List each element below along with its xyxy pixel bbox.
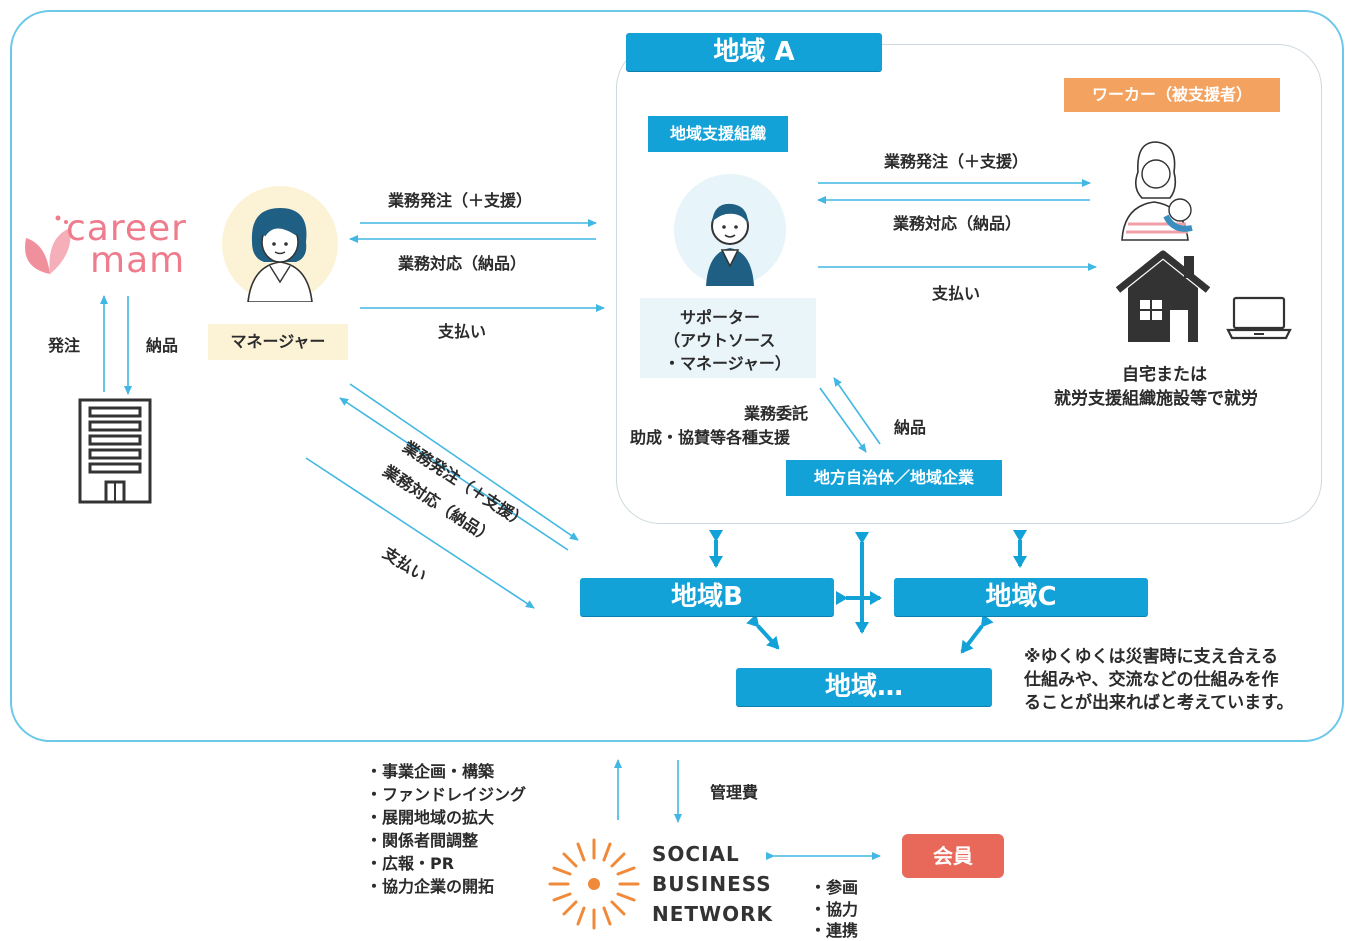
arrow-delivery-up bbox=[833, 377, 881, 445]
house-icon bbox=[1114, 248, 1212, 344]
manager-avatar bbox=[222, 186, 338, 302]
arrow-response-from-b bbox=[339, 397, 569, 551]
member-item: ・協力 bbox=[810, 900, 859, 919]
sbn-logo: SOCIAL BUSINESS NETWORK bbox=[546, 836, 772, 932]
sbn-text-social: SOCIAL bbox=[652, 842, 740, 866]
note-line1: ※ゆくゆくは災害時に支え合える bbox=[1024, 647, 1279, 667]
supporter-label-box bbox=[640, 298, 816, 378]
careermam-butterfly-icon bbox=[25, 215, 71, 274]
activity-item: ・事業企画・構築 bbox=[366, 762, 495, 781]
activity-item: ・関係者間調整 bbox=[366, 831, 479, 850]
worker-mother-icon bbox=[1108, 132, 1208, 242]
region-etc-box: 地域… bbox=[736, 668, 992, 706]
arrow-payment-to-b bbox=[305, 457, 535, 609]
member-item: ・参画 bbox=[810, 878, 859, 897]
payment-to-a-label: 支払い bbox=[438, 322, 487, 341]
company-building-icon bbox=[78, 398, 152, 504]
note-line3: ることが出来ればと考えています。 bbox=[1024, 693, 1294, 713]
home-work-line1: 自宅または bbox=[1122, 365, 1207, 385]
sbn-text-business: BUSINESS bbox=[652, 872, 772, 896]
careermam-logo: career mam bbox=[20, 208, 214, 284]
home-work-line2: 就労支援組織施設等で就労 bbox=[1054, 389, 1258, 409]
supporter-label-line3: ・マネージャー） bbox=[664, 354, 791, 373]
overall-boundary bbox=[10, 10, 1344, 742]
worker-label: ワーカー（被支援者） bbox=[1064, 78, 1280, 112]
activity-item: ・広報・PR bbox=[366, 854, 455, 873]
delivery-label: 納品 bbox=[146, 336, 179, 355]
region-b-box: 地域B bbox=[580, 578, 834, 616]
arrow-outsource bbox=[819, 387, 867, 453]
outsourcing-label: 業務委託 bbox=[744, 404, 809, 423]
payment-to-worker-label: 支払い bbox=[932, 284, 981, 303]
arrow-c-etc bbox=[960, 613, 994, 654]
region-c-box: 地域C bbox=[894, 578, 1148, 616]
arrow-order-to-b bbox=[349, 383, 579, 541]
local-support-org-label: 地域支援組織 bbox=[648, 116, 788, 152]
order-to-a-label: 業務発注（＋支援） bbox=[388, 191, 533, 210]
order-label: 発注 bbox=[48, 336, 81, 355]
municipality-label: 地方自治体／地域企業 bbox=[786, 460, 1002, 496]
supporter-label-line1: サポーター bbox=[680, 308, 761, 327]
delivery-up-label: 納品 bbox=[894, 418, 927, 437]
laptop-icon bbox=[1226, 296, 1292, 340]
manager-label: マネージャー bbox=[208, 324, 348, 360]
member-label: 会員 bbox=[902, 834, 1004, 878]
careermam-text-bottom: mam bbox=[90, 240, 186, 281]
supporter-avatar bbox=[674, 174, 786, 286]
note-line2: 仕組みや、交流などの仕組みを作 bbox=[1024, 670, 1279, 690]
activity-item: ・ファンドレイジング bbox=[366, 785, 527, 804]
member-item: ・連携 bbox=[810, 921, 859, 940]
careermam-text-top: career bbox=[66, 208, 187, 249]
sbn-text-network: NETWORK bbox=[652, 902, 774, 926]
mgmt-fee-label: 管理費 bbox=[710, 783, 759, 802]
arrow-b-etc bbox=[746, 613, 780, 650]
activity-item: ・協力企業の開拓 bbox=[366, 877, 495, 896]
activity-item: ・展開地域の拡大 bbox=[366, 808, 495, 827]
supporter-label-line2: （アウトソース bbox=[664, 331, 776, 350]
sun-burst-icon bbox=[548, 838, 640, 930]
grants-label: 助成・協賛等各種支援 bbox=[630, 428, 791, 447]
region-a-title: 地域 A bbox=[626, 33, 882, 71]
response-from-worker-label: 業務対応（納品） bbox=[893, 214, 1022, 233]
response-from-a-label: 業務対応（納品） bbox=[398, 254, 527, 273]
order-to-worker-label: 業務発注（＋支援） bbox=[884, 152, 1029, 171]
